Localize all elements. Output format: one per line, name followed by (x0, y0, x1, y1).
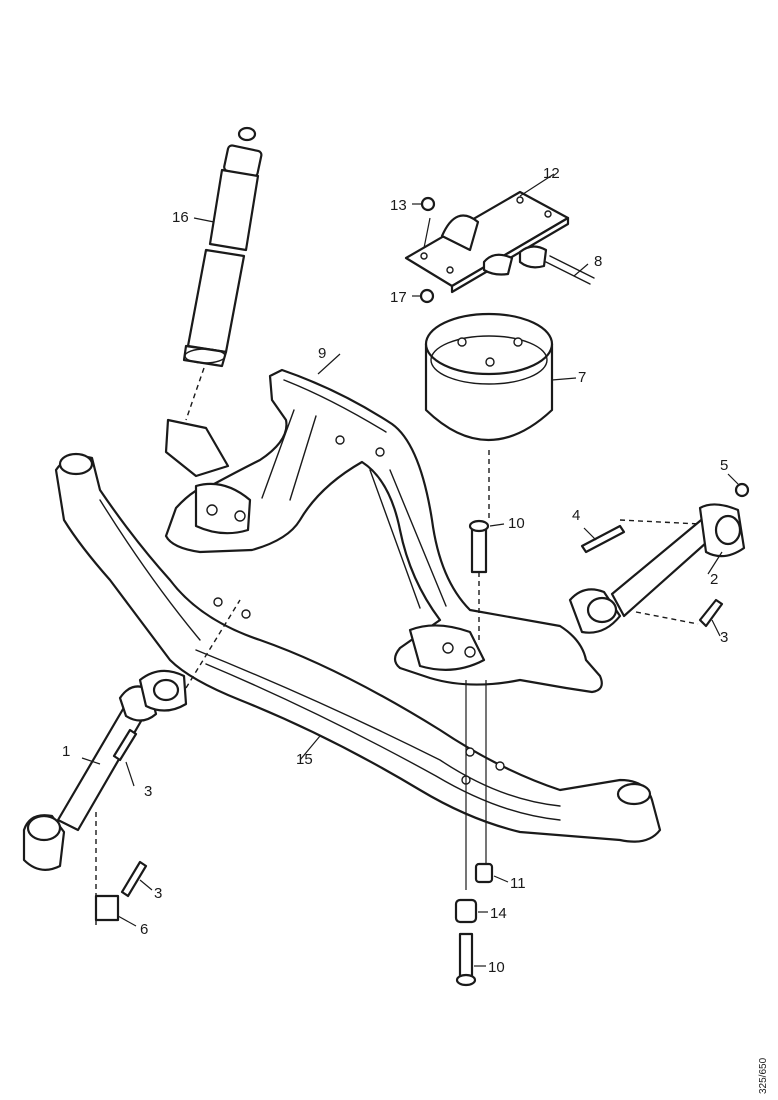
upper-mounting-plate (404, 190, 595, 304)
callout-17: 17 (390, 289, 407, 306)
callout-1: 1 (62, 743, 70, 760)
leader-lines (81, 173, 739, 967)
callout-10-upper: 10 (508, 515, 525, 532)
callout-3-lower: 3 (154, 885, 162, 902)
callout-5: 5 (720, 457, 728, 474)
callout-15: 12 (543, 165, 560, 182)
callout-12: 14 (490, 905, 507, 922)
callout-4: 4 (572, 507, 580, 524)
subframe-crossmember (54, 452, 662, 843)
callout-7: 7 (578, 369, 586, 386)
callout-11: 11 (510, 875, 526, 892)
left-trailing-arm (22, 599, 241, 928)
callout-10-lower: 10 (488, 959, 505, 976)
callout-6: 6 (140, 921, 148, 938)
callout-8: 8 (594, 253, 602, 270)
callout-9: 9 (318, 345, 326, 362)
shock-absorber (182, 126, 263, 421)
document-id: 325/650 (758, 1057, 769, 1094)
callout-3-right: 3 (720, 629, 728, 646)
spring-support-bracket (164, 368, 603, 694)
callout-2: 2 (710, 571, 718, 588)
callout-16: 13 (390, 197, 407, 214)
callout-labels: 16 12 13 17 8 9 7 5 4 10 2 3 1 3 15 3 6 … (62, 165, 728, 976)
callout-14: 15 (296, 751, 313, 768)
right-trailing-arm (568, 482, 750, 634)
fasteners (112, 519, 494, 987)
callout-3-left: 3 (144, 783, 152, 800)
air-spring (424, 312, 554, 520)
callout-13: 16 (172, 209, 189, 226)
